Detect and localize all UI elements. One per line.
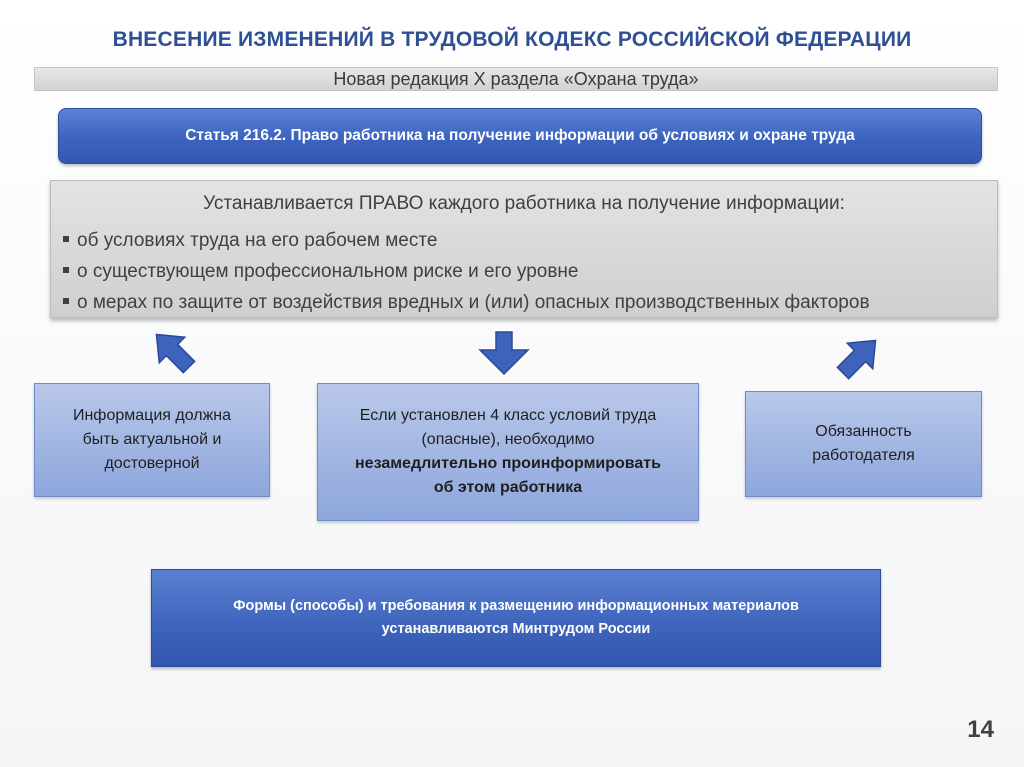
arrow-up-left-icon xyxy=(836,339,877,380)
bottom-line: устанавливаются Минтрудом России xyxy=(381,621,651,637)
square-bullet-icon xyxy=(63,235,69,242)
arrow-up-right-icon xyxy=(155,333,196,374)
list-item-text: о мерах по защите от воздействия вредных… xyxy=(77,292,870,313)
box-line: Обязанность xyxy=(815,423,912,440)
article-title: Статья 216.2. Право работника на получен… xyxy=(185,127,855,144)
list-item-text: о существующем профессиональном риске и … xyxy=(77,261,579,282)
box-line: Если установлен 4 класс условий труда xyxy=(359,407,657,424)
slide-title: ВНЕСЕНИЕ ИЗМЕНЕНИЙ В ТРУДОВОЙ КОДЕКС РОС… xyxy=(112,28,912,51)
box-line: работодателя xyxy=(812,447,915,464)
bottom-line: Формы (способы) и требования к размещени… xyxy=(233,598,799,614)
info-relevance-box: Информация должна быть актуальной и дост… xyxy=(34,383,270,497)
box-bold-line: незамедлительно проинформировать xyxy=(355,455,661,472)
forms-requirements-box: Формы (способы) и требования к размещени… xyxy=(151,569,881,667)
right-list: об условиях труда на его рабочем месте о… xyxy=(63,225,870,318)
box-line: Информация должна xyxy=(72,407,232,424)
square-bullet-icon xyxy=(63,266,69,273)
arrow-down-icon xyxy=(478,331,530,376)
list-item-text: об условиях труда на его рабочем месте xyxy=(77,230,438,251)
right-description-box: Устанавливается ПРАВО каждого работника … xyxy=(50,180,998,318)
list-item: о существующем профессиональном риске и … xyxy=(63,256,870,287)
subtitle-bar: Новая редакция Х раздела «Охрана труда» xyxy=(34,67,998,91)
box-bold-line: об этом работника xyxy=(433,479,583,496)
article-box: Статья 216.2. Право работника на получен… xyxy=(58,108,982,164)
square-bullet-icon xyxy=(63,297,69,304)
subtitle-text: Новая редакция Х раздела «Охрана труда» xyxy=(333,69,699,89)
list-item: о мерах по защите от воздействия вредных… xyxy=(63,287,870,318)
box-line: быть актуальной и xyxy=(82,431,222,448)
hazard-class-box: Если установлен 4 класс условий труда (о… xyxy=(317,383,699,521)
list-item: об условиях труда на его рабочем месте xyxy=(63,225,870,256)
box-line: (опасные), необходимо xyxy=(421,431,595,448)
box-line: достоверной xyxy=(104,455,200,472)
right-heading: Устанавливается ПРАВО каждого работника … xyxy=(203,193,845,214)
employer-duty-box: Обязанность работодателя xyxy=(745,391,982,497)
page-number: 14 xyxy=(967,716,994,743)
